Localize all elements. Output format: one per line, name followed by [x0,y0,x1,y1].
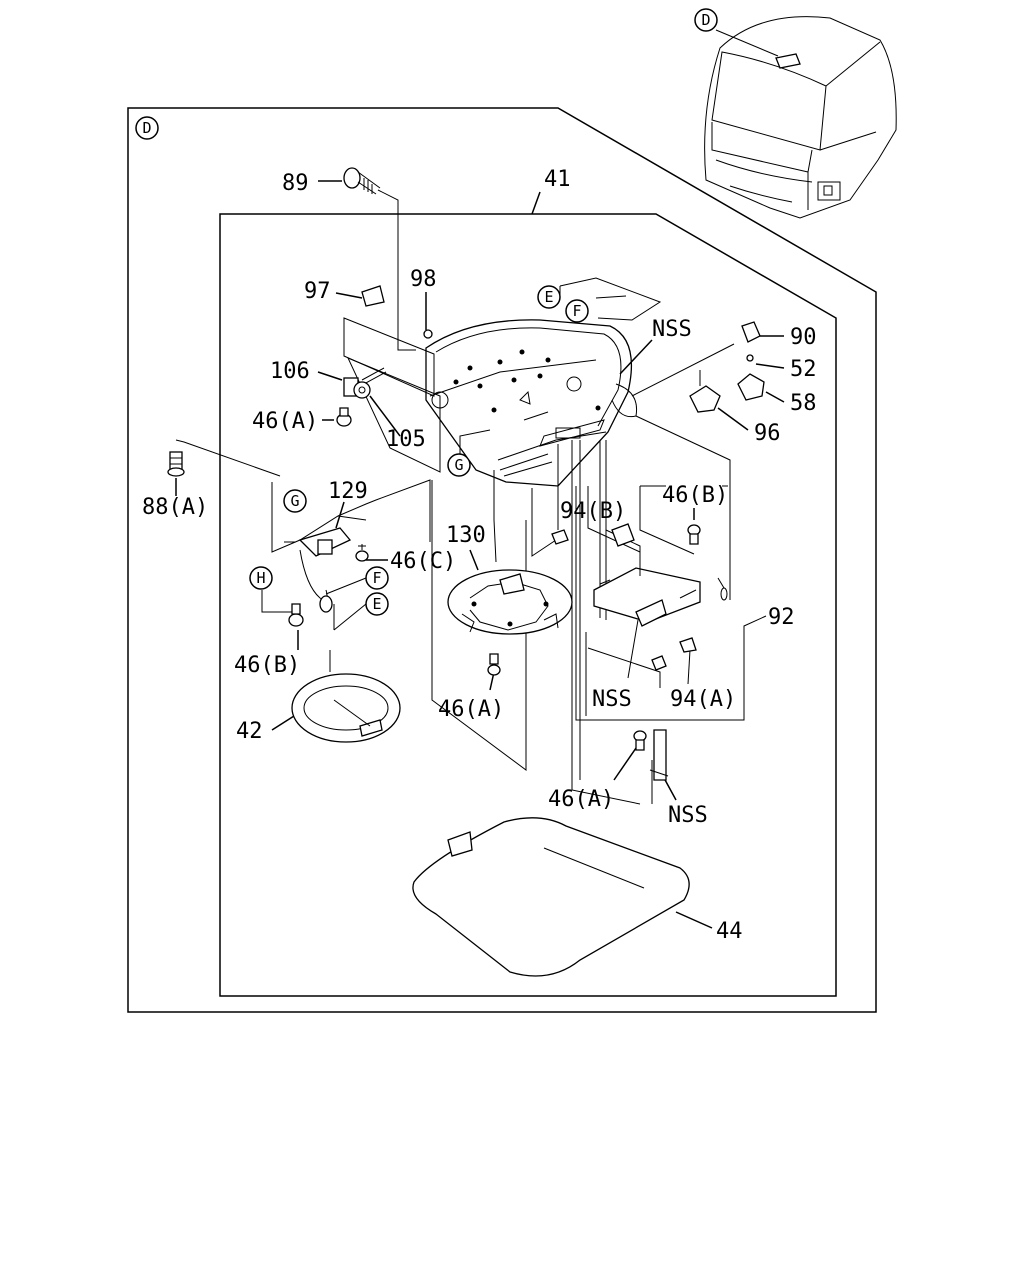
lens-cover-44 [412,817,690,977]
svg-text:D: D [142,119,151,137]
label-129: 129 [328,479,368,504]
label-44: 44 [716,919,743,944]
label-46a-top: 46(A) [252,409,318,434]
nut-98 [423,329,433,339]
label-88a: 88(A) [142,495,208,520]
label-105: 105 [386,427,426,452]
pad-94b [551,529,569,545]
screw-46a-top [336,407,352,427]
callout-g-top: G [447,453,471,477]
screw-46a-low [633,730,647,751]
label-58: 58 [790,391,817,416]
callout-d-vehicle: D [694,8,718,32]
label-106: 106 [270,359,310,384]
callout-e-left: E [365,592,389,616]
callout-f-left: F [365,566,389,590]
label-96: 96 [754,421,781,446]
svg-text:E: E [372,595,381,613]
leader-lines [175,180,785,929]
label-nss-low: NSS [668,803,708,828]
svg-text:F: F [572,302,581,320]
cab-roof-lamp-marker [775,53,801,69]
callout-d-frame: D [135,116,159,140]
lens-ring-42 [291,673,401,743]
callout-g-left: G [283,489,307,513]
switch-bracket-92 [593,523,728,627]
bracket-nss-low [649,729,669,781]
label-nss-top: NSS [652,317,692,342]
label-41: 41 [544,167,571,192]
callout-e-top: E [537,285,561,309]
label-97: 97 [304,279,331,304]
inner-frame-41 [219,213,837,997]
label-92: 92 [768,605,795,630]
label-nss-mid: NSS [592,687,632,712]
screw-46a-mid [487,653,501,676]
svg-text:F: F [372,569,381,587]
callout-h-left: H [249,566,273,590]
label-52: 52 [790,357,817,382]
label-46b-right: 46(B) [662,483,728,508]
label-94a: 94(A) [670,687,736,712]
clip-105 [353,381,371,399]
pad-97 [361,285,385,307]
svg-text:E: E [544,288,553,306]
label-98: 98 [410,267,437,292]
svg-text:D: D [701,11,710,29]
label-42: 42 [236,719,263,744]
spring-52 [746,354,754,362]
screw-89 [343,167,381,195]
knob-90 [741,321,761,343]
label-46a-mid: 46(A) [438,697,504,722]
switch-96 [689,385,721,413]
screw-46b-right [687,524,701,545]
callout-f-top: F [565,299,589,323]
bolt-88a [167,451,185,477]
pad-94a [679,637,697,653]
label-46a-low: 46(A) [548,787,614,812]
outer-frame-d [127,107,877,1013]
screw-46c [355,544,369,562]
label-90: 90 [790,325,817,350]
holder-58 [737,373,765,401]
svg-text:G: G [454,456,463,474]
label-130: 130 [446,523,486,548]
reflector-plate-130 [447,569,573,635]
vehicle-cab-sketch [704,16,897,219]
label-46c: 46(C) [390,549,456,574]
label-89: 89 [282,171,309,196]
socket-wire-129 [284,527,352,613]
svg-text:G: G [290,492,299,510]
label-94b: 94(B) [560,499,626,524]
label-46b-left: 46(B) [234,653,300,678]
pad-nss-mid [651,655,667,671]
svg-text:H: H [256,569,265,587]
screw-46b-left [288,603,304,627]
